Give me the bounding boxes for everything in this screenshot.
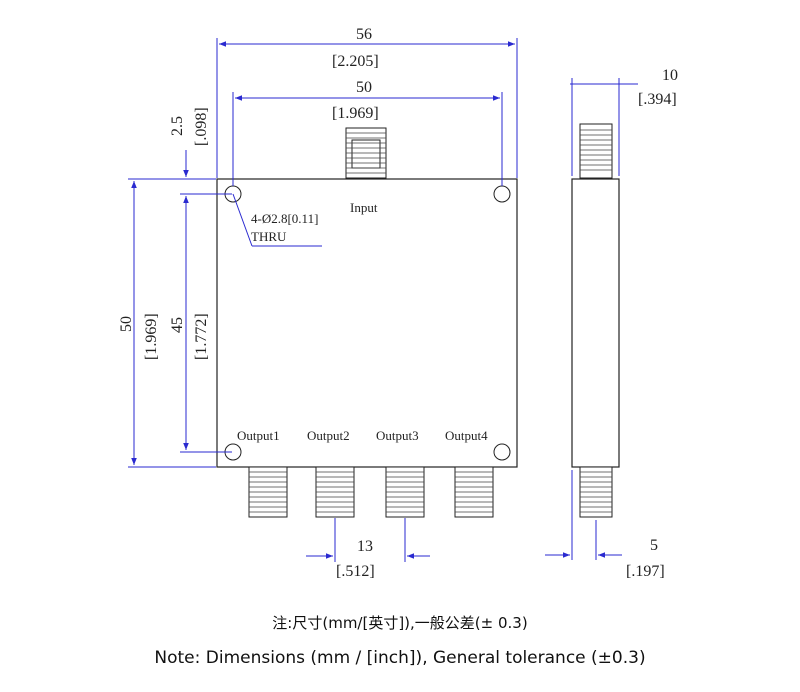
dim-overall-height: 50 — [118, 316, 135, 332]
input-connector — [345, 127, 387, 179]
output-label-4: Output4 — [445, 428, 488, 443]
mounting-hole — [493, 443, 511, 461]
output-connectors — [248, 466, 494, 518]
dim-hole-spacing-x-inch: [1.969] — [332, 105, 379, 122]
side-input-connector — [579, 123, 613, 179]
dim-hole-spacing-y: 45 — [169, 317, 186, 333]
output-label-1: Output1 — [237, 428, 280, 443]
dim-output-pitch: 13 — [357, 538, 373, 555]
dim-overall-height-inch: [1.969] — [143, 313, 160, 360]
hole-leader — [232, 193, 253, 247]
output-label-2: Output2 — [307, 428, 350, 443]
note-chinese: 注:尺寸(mm/[英寸]),一般公差(± 0.3) — [272, 614, 528, 632]
dim-hole-offset-inch: [.098] — [193, 107, 210, 146]
dim-overall-width-inch: [2.205] — [332, 53, 379, 70]
dimension-lines — [128, 38, 638, 562]
side-output-connector — [579, 466, 613, 518]
output-label-3: Output3 — [376, 428, 419, 443]
output-connector — [385, 466, 425, 518]
side-body — [571, 178, 620, 468]
hole-spec-label: 4-Ø2.8[0.11] — [251, 211, 318, 226]
output-connector — [454, 466, 494, 518]
dim-thickness: 10 — [662, 67, 678, 84]
dim-output-pitch-inch: [.512] — [336, 563, 375, 580]
output-connector — [315, 466, 355, 518]
input-label: Input — [350, 200, 378, 215]
dim-hole-spacing-y-inch: [1.772] — [193, 313, 210, 360]
mechanical-drawing: Input Output1 Output2 Output3 Output4 4-… — [118, 26, 678, 580]
dim-connector-offset: 5 — [650, 537, 658, 554]
front-body — [216, 178, 518, 468]
dim-thickness-inch: [.394] — [638, 91, 677, 108]
hole-thru-label: THRU — [251, 229, 287, 244]
dim-overall-width: 56 — [356, 26, 372, 43]
dim-hole-spacing-x: 50 — [356, 79, 372, 96]
dim-hole-offset: 2.5 — [169, 116, 186, 136]
output-connector — [248, 466, 288, 518]
note-english: Note: Dimensions (mm / [inch]), General … — [154, 648, 646, 668]
dim-connector-offset-inch: [.197] — [626, 563, 665, 580]
